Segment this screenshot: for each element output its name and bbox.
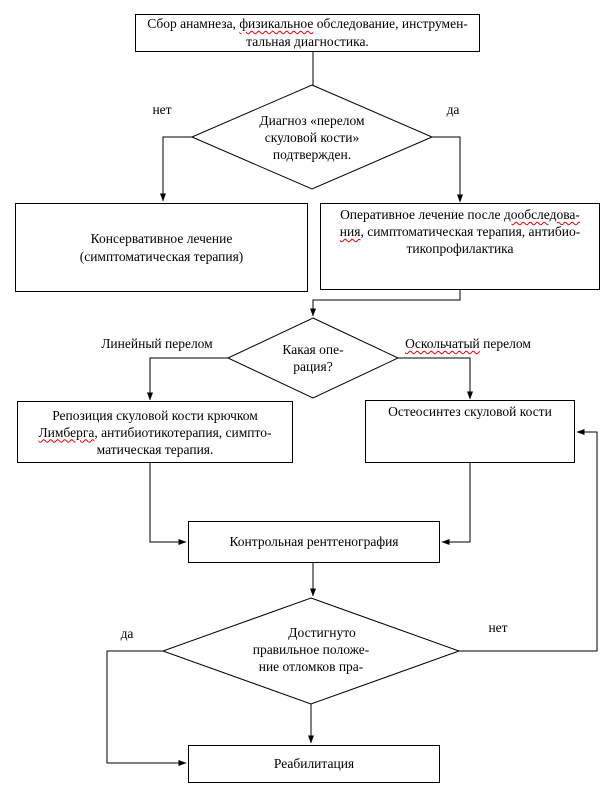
reposition-line2: Лимберга, антибиотикотерапия, симпто-: [18, 424, 292, 441]
misspelled-word: Оскольчатый: [405, 336, 480, 351]
misspelled-word: ния: [339, 224, 361, 239]
branch-label-linear-fracture: Линейный перелом: [101, 336, 213, 351]
conservative-line1: Консервативное лечение: [90, 230, 233, 246]
diamond-operation-type: [226, 317, 400, 399]
anamnesis-text: Сбор анамнеза,: [147, 16, 240, 31]
comminuted-label-rest: перелом: [479, 336, 531, 351]
anamnesis-line2: тальная диагностика.: [246, 34, 369, 49]
branch-label-no-diagnosis: нет: [152, 102, 172, 117]
osteosynthesis-line1: Остеосинтез скуловой кости: [388, 404, 552, 419]
operative-line2: ния, симптоматическая терапия, антибио-: [321, 223, 599, 240]
diagnosis-line3: подтвержден.: [272, 147, 352, 162]
position-line2: правильное положе-: [252, 642, 370, 657]
node-conservative-box: Консервативное лечение (симптоматическая…: [15, 203, 308, 292]
operation-line2: рация?: [293, 359, 333, 374]
connector-position-yes-loop: [106, 650, 187, 766]
reposition-line1: Репозиция скуловой кости крючком: [52, 407, 258, 423]
anamnesis-text: обследование, инструмен-: [313, 16, 468, 31]
xray-line1: Контрольная рентгенография: [229, 534, 399, 549]
misspelled-word: Лимберга: [38, 424, 95, 440]
operation-decision-text: Какая опе- рация?: [253, 341, 373, 375]
conservative-line2: (симптоматическая терапия): [79, 248, 244, 264]
diagnosis-decision-text: Диагноз «перелом скуловой кости» подтвер…: [212, 112, 412, 163]
branch-label-comminuted-fracture: Оскольчатый перелом: [405, 336, 531, 352]
reposition-line3: матическая терапия.: [96, 441, 214, 457]
connector-diagnosis-yes: [432, 136, 463, 203]
operative-text: Оперативное лечение после: [340, 207, 504, 222]
branch-label-yes-position: да: [120, 626, 134, 641]
diagnosis-line1: Диагноз «перелом: [259, 113, 365, 128]
misspelled-word: физикальное: [239, 16, 314, 31]
connector-comminuted-branch: [398, 357, 473, 400]
connector-linear-branch: [147, 357, 228, 401]
anamnesis-line1: Сбор анамнеза, физикальное обследование,…: [136, 15, 479, 33]
misspelled-word: дообследова-: [503, 207, 580, 222]
diamond-fragments-position: [161, 597, 461, 705]
connector-position-no-loop: [459, 429, 598, 652]
node-xray-box: Контрольная рентгенография: [188, 521, 440, 563]
diamond-diagnosis-confirmed: [190, 84, 434, 190]
branch-label-no-position: нет: [488, 620, 508, 635]
node-anamnesis-box: Сбор анамнеза, физикальное обследование,…: [135, 14, 480, 52]
node-osteosynthesis-box: Остеосинтез скуловой кости: [365, 400, 575, 463]
connector-diagnosis-no: [160, 136, 192, 202]
branch-label-yes-diagnosis: да: [446, 102, 460, 117]
position-line1: Достигнуто: [288, 625, 356, 640]
position-line3: ние отломков пра-: [258, 659, 364, 674]
operative-line3: тикопрофилактика: [406, 241, 514, 256]
operative-line1: Оперативное лечение после дообследова-: [321, 206, 599, 223]
node-reposition-box: Репозиция скуловой кости крючком Лимберг…: [17, 401, 293, 463]
connector-osteosynthesis-to-xray: [441, 463, 471, 545]
position-decision-text: Достигнуто правильное положе- ние отломк…: [211, 624, 411, 675]
connector-reposition-to-xray: [149, 463, 187, 545]
connector-operative-to-operation-decision: [310, 290, 461, 317]
reposition-text: , антибиотикотерапия, симпто-: [94, 424, 272, 440]
node-rehabilitation-box: Реабилитация: [188, 745, 440, 783]
diagnosis-line2: скуловой кости»: [264, 130, 360, 145]
rehabilitation-line1: Реабилитация: [273, 756, 355, 771]
node-operative-box: Оперативное лечение после дообследова- н…: [320, 203, 600, 290]
operative-text: , симптоматическая терапия, антибио-: [360, 224, 581, 239]
operation-line1: Какая опе-: [282, 342, 344, 357]
